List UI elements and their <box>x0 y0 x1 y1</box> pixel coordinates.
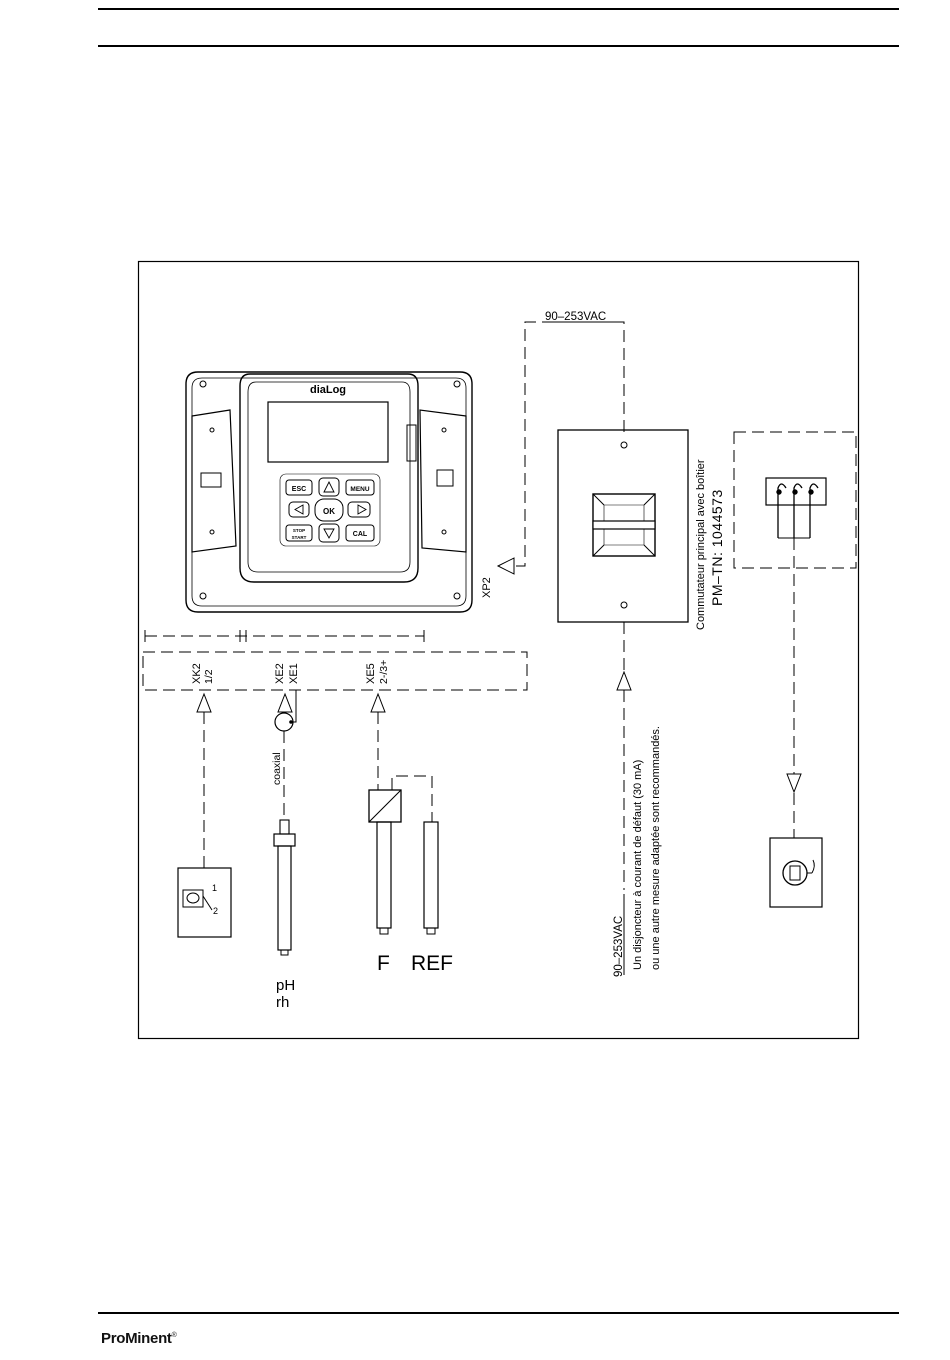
bottom-voltage-label: 90–253VAC <box>613 916 625 977</box>
motor-icon <box>770 838 822 907</box>
device-brand: diaLog <box>310 384 346 396</box>
logo-registered: ® <box>172 1332 177 1339</box>
ok-key-label: OK <box>323 507 335 516</box>
switch-label: Commutateur principal avec boîtier <box>695 459 707 630</box>
switch-part-number: PM–TN: 1044573 <box>709 489 725 606</box>
stop-key-label: STOP <box>293 528 305 533</box>
output-socket-box <box>734 432 856 568</box>
breaker-note-2: ou une autre mesure adaptée sont recomma… <box>650 726 662 970</box>
menu-key-label: MENU <box>350 486 369 493</box>
breaker-note-1: Un disjoncteur à courant de défaut (30 m… <box>632 760 644 970</box>
top-voltage-label: 90–253VAC <box>545 311 606 323</box>
flow-switch-icon <box>178 868 231 937</box>
ref-label: REF <box>411 952 453 975</box>
power-in-arrow-icon <box>617 672 631 690</box>
prominent-logo: ProMinent® <box>101 1330 177 1347</box>
xe1-label: XE1 <box>288 663 300 684</box>
xk2-pins-label: 1/2 <box>203 669 215 684</box>
flow-pin-2: 2 <box>213 906 218 916</box>
fluoride-electrode-icon <box>369 790 401 934</box>
left-key <box>289 502 309 517</box>
xe5-label: XE5 <box>365 663 377 684</box>
xe5-pins-label: 2-/3+ <box>378 660 390 684</box>
up-key <box>319 478 339 496</box>
flow-arrow-icon <box>197 694 211 712</box>
rh-label: rh <box>276 994 289 1011</box>
xp2-label: XP2 <box>481 577 493 598</box>
motor-arrow-icon <box>787 774 801 792</box>
f-label: F <box>377 952 390 975</box>
down-key <box>319 524 339 542</box>
coax-label: coaxial <box>271 752 283 785</box>
main-switch <box>558 430 688 622</box>
flow-pin-1: 1 <box>212 883 217 893</box>
logo-text: ProMinent <box>101 1330 172 1347</box>
esc-key-label: ESC <box>292 486 306 493</box>
start-key-label: START <box>292 535 307 540</box>
ph-arrow-icon <box>278 694 292 712</box>
xk2-label: XK2 <box>191 663 203 684</box>
xp2-arrow-icon <box>498 558 514 574</box>
ph-electrode-icon <box>274 820 295 955</box>
ph-label: pH <box>276 977 295 994</box>
f-arrow-icon <box>371 694 385 712</box>
ref-electrode-icon <box>424 822 438 934</box>
xe2-label: XE2 <box>274 663 286 684</box>
cal-key-label: CAL <box>353 531 368 538</box>
